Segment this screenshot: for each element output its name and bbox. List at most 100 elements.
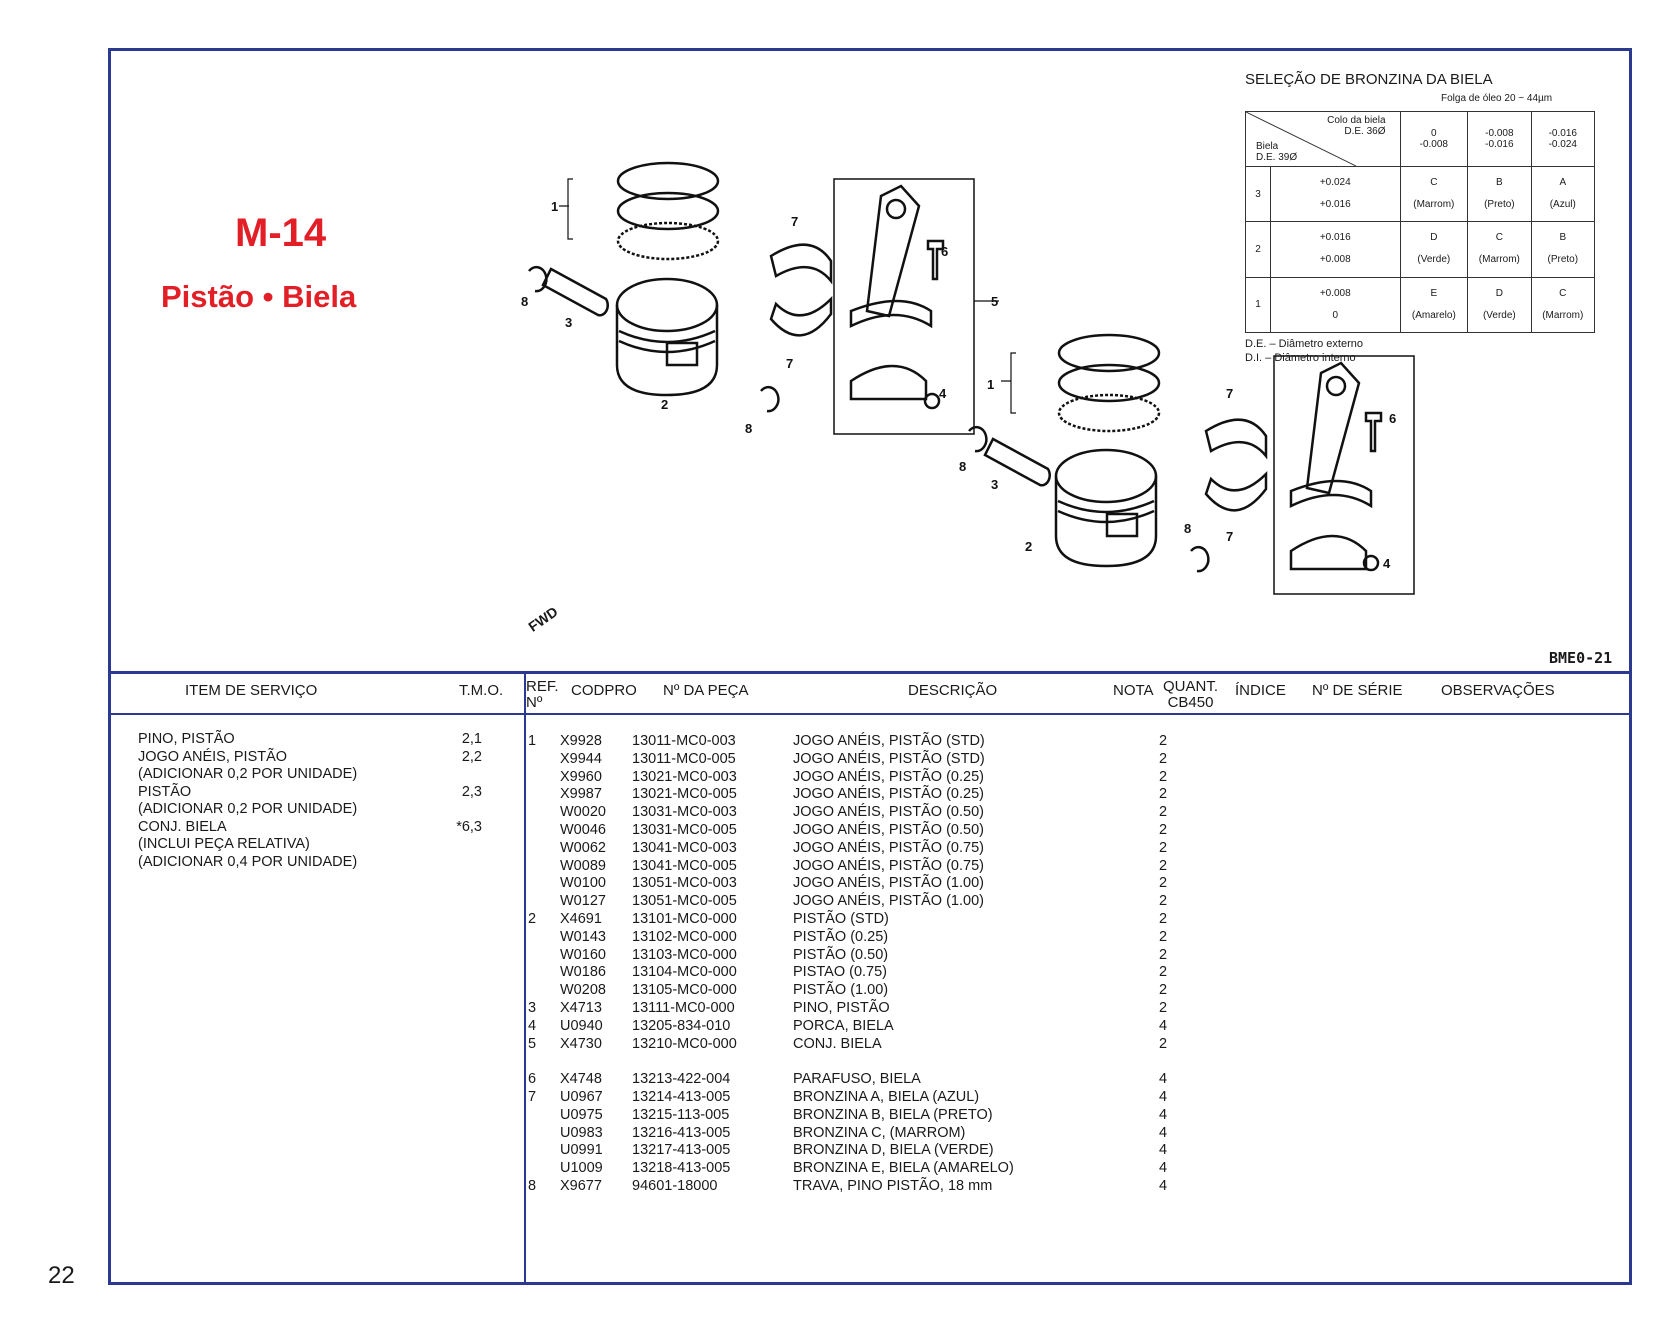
hdr-serie: Nº DE SÉRIE — [1312, 682, 1403, 699]
bearing-cell: D(Verde) — [1467, 276, 1532, 334]
ref-number: 5 — [527, 1035, 537, 1052]
header-rule — [111, 713, 1629, 715]
quantity: 2 — [1158, 946, 1168, 963]
hdr-ref: REF.Nº — [526, 678, 559, 711]
hdr-observacoes: OBSERVAÇÕES — [1441, 682, 1555, 699]
svg-text:5: 5 — [991, 294, 998, 309]
codpro: U0940 — [560, 1017, 603, 1034]
tolerance: +0.024+0.016 — [1270, 165, 1401, 223]
quantity: 4 — [1158, 1017, 1168, 1034]
codpro: X9960 — [560, 768, 602, 785]
tolerance: +0.016+0.008 — [1270, 221, 1401, 278]
svg-text:1: 1 — [551, 199, 558, 214]
codpro: X4730 — [560, 1035, 602, 1052]
description: BRONZINA E, BIELA (AMARELO) — [793, 1160, 1014, 1177]
codpro: U0983 — [560, 1124, 603, 1141]
quantity: 2 — [1158, 733, 1168, 749]
codpro: X9928 — [560, 733, 602, 749]
diagram-area: M-14 Pistão • Biela — [111, 51, 1629, 671]
description: PISTÃO (1.00) — [793, 982, 889, 999]
svg-text:8: 8 — [959, 459, 966, 474]
quantity: 2 — [1158, 875, 1168, 892]
part-number: 13102-MC0-000 — [632, 928, 737, 945]
column-divider — [524, 674, 526, 1282]
hdr-item-servico: ITEM DE SERVIÇO — [185, 682, 318, 699]
part-number: 13218-413-005 — [632, 1160, 731, 1177]
svg-text:4: 4 — [1383, 556, 1391, 571]
grade: 2 — [1245, 221, 1271, 278]
description: PISTAO (0.75) — [793, 964, 888, 981]
quantity: 2 — [1158, 982, 1168, 999]
description: BRONZINA C, (MARROM) — [793, 1124, 966, 1141]
column-header: -0.008-0.016 — [1467, 111, 1532, 167]
svg-text:6: 6 — [941, 244, 948, 259]
service-item: (INCLUI PEÇA RELATIVA) — [138, 836, 310, 852]
description: JOGO ANÉIS, PISTÃO (0.75) — [793, 857, 984, 874]
part-number: 13031-MC0-003 — [632, 804, 737, 821]
part-number: 94601-18000 — [632, 1178, 718, 1194]
description: JOGO ANÉIS, PISTÃO (1.00) — [793, 875, 984, 892]
svg-text:7: 7 — [1226, 529, 1233, 544]
service-item: (ADICIONAR 0,2 POR UNIDADE) — [138, 766, 358, 782]
svg-text:4: 4 — [939, 386, 947, 401]
bearing-cell: B(Preto) — [1530, 221, 1596, 278]
part-number: 13101-MC0-000 — [632, 911, 737, 927]
part-number: 13021-MC0-005 — [632, 786, 737, 803]
quantity: 2 — [1158, 822, 1168, 838]
catalog-page-frame: M-14 Pistão • Biela — [108, 48, 1632, 1285]
description: PISTÃO (STD) — [793, 911, 889, 927]
description: BRONZINA A, BIELA (AZUL) — [793, 1089, 980, 1105]
quantity: 2 — [1158, 768, 1168, 785]
part-number: 13215-113-005 — [632, 1106, 730, 1123]
quantity: 4 — [1158, 1106, 1168, 1123]
codpro: U1009 — [560, 1160, 603, 1177]
column-header: 0-0.008 — [1399, 111, 1469, 167]
part-number: 13216-413-005 — [632, 1124, 731, 1141]
svg-text:8: 8 — [1184, 521, 1191, 536]
grade: 3 — [1245, 165, 1271, 223]
description: PISTÃO (0.50) — [793, 946, 889, 963]
svg-text:3: 3 — [565, 315, 572, 330]
part-number: 13205-834-010 — [632, 1017, 731, 1034]
svg-text:7: 7 — [791, 214, 798, 229]
part-number: 13214-413-005 — [632, 1089, 731, 1105]
service-item: (ADICIONAR 0,4 POR UNIDADE) — [138, 853, 358, 870]
header-top: Colo da biela — [1327, 115, 1386, 126]
svg-text:7: 7 — [1226, 386, 1233, 401]
codpro: W0143 — [560, 928, 606, 945]
header-left: Biela — [1256, 141, 1279, 152]
bearing-cell: C(Marrom) — [1530, 276, 1596, 334]
hdr-quant: QUANT.CB450 — [1163, 678, 1219, 711]
header-top2: D.E. 36Ø — [1344, 126, 1386, 137]
codpro: X4713 — [560, 1000, 602, 1016]
hdr-part-number: Nº DA PEÇA — [663, 682, 749, 699]
description: JOGO ANÉIS, PISTÃO (STD) — [793, 750, 985, 767]
quantity: 2 — [1158, 786, 1168, 803]
description: JOGO ANÉIS, PISTÃO (0.25) — [793, 786, 984, 803]
codpro: U0967 — [560, 1089, 603, 1105]
bearing-cell: C(Marrom) — [1467, 221, 1532, 278]
note-di: D.I. – Diâmetro interno — [1245, 352, 1356, 364]
bearing-cell: A(Azul) — [1530, 165, 1596, 223]
quantity: 2 — [1158, 857, 1168, 874]
description: PISTÃO (0.25) — [793, 928, 889, 945]
part-number: 13210-MC0-000 — [632, 1035, 737, 1052]
bearing-cell: E(Amarelo) — [1399, 276, 1469, 334]
codpro: W0127 — [560, 893, 606, 910]
ref-number: 8 — [527, 1178, 537, 1194]
part-number: 13041-MC0-003 — [632, 839, 737, 856]
oil-clearance: Folga de óleo 20 ~ 44µm — [1441, 93, 1553, 104]
description: JOGO ANÉIS, PISTÃO (0.75) — [793, 839, 984, 856]
bearing-selection-title: SELEÇÃO DE BRONZINA DA BIELA — [1245, 71, 1493, 88]
bearing-cell: D(Verde) — [1399, 221, 1469, 278]
description: CONJ. BIELA — [793, 1035, 882, 1052]
part-number: 13105-MC0-000 — [632, 982, 737, 999]
ref-number: 6 — [527, 1071, 537, 1088]
part-number: 13104-MC0-000 — [632, 964, 737, 981]
description: JOGO ANÉIS, PISTÃO (STD) — [793, 733, 985, 749]
description: PINO, PISTÃO — [793, 1000, 890, 1016]
codpro: W0046 — [560, 822, 606, 838]
quantity: 4 — [1158, 1124, 1168, 1141]
